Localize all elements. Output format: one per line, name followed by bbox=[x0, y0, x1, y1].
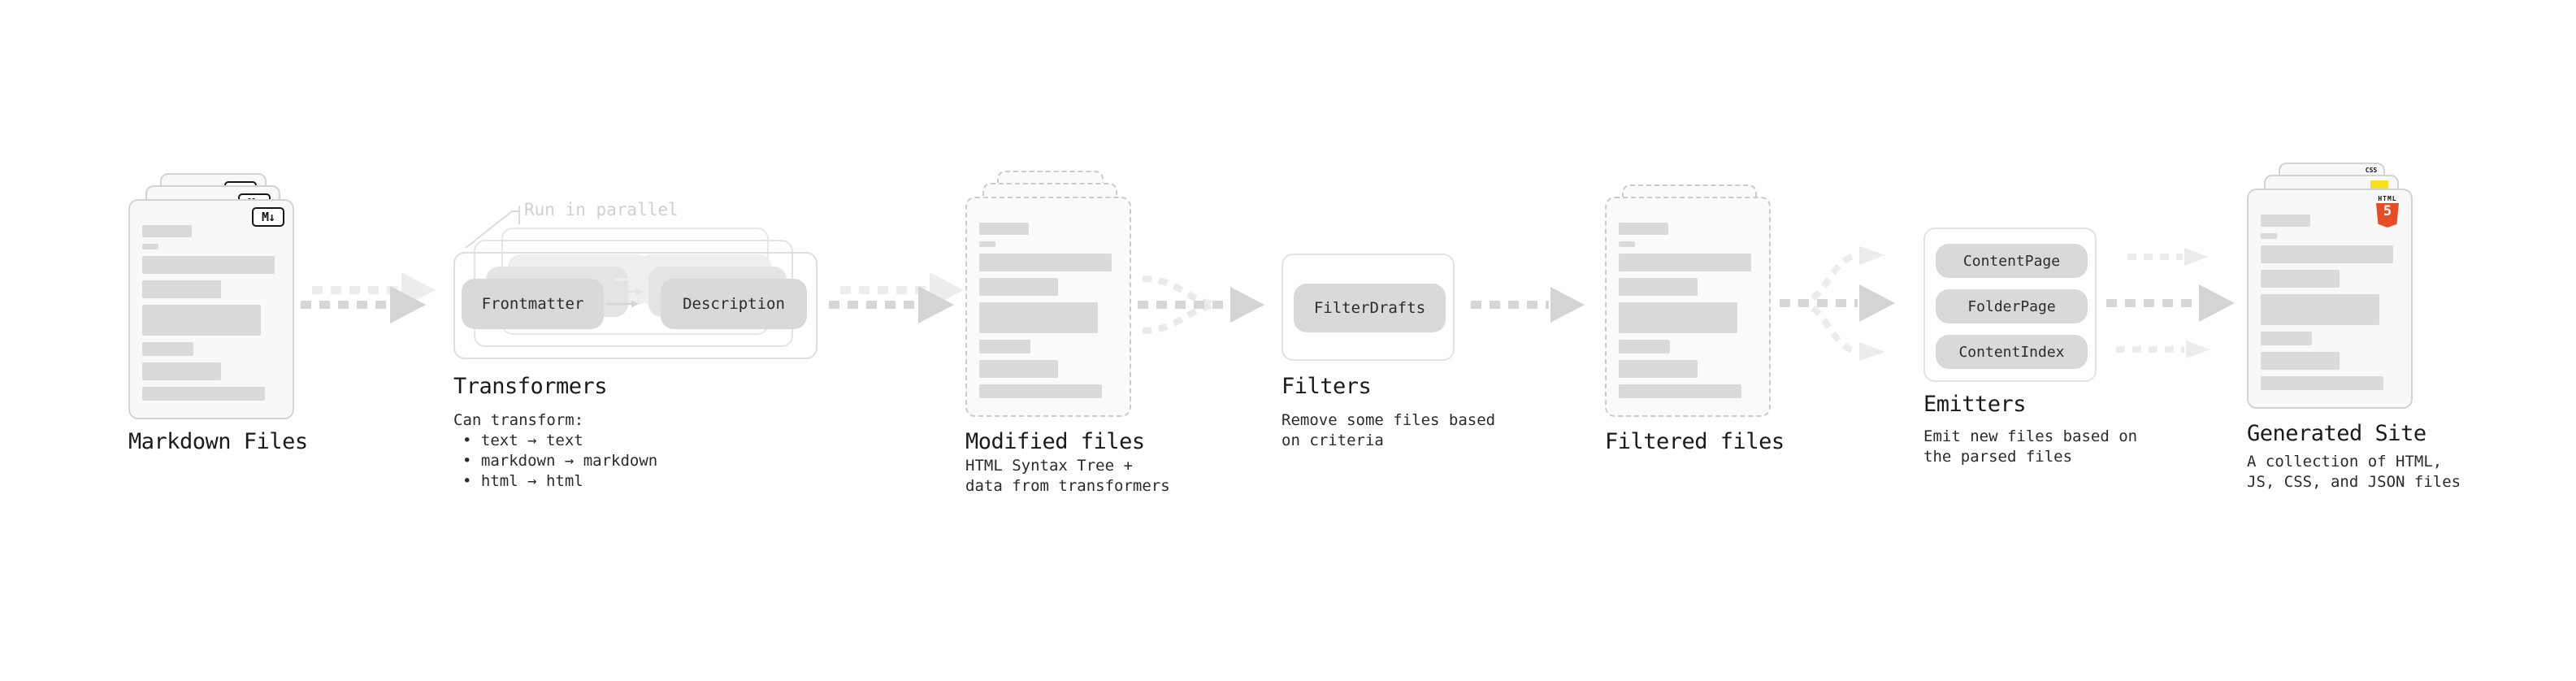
placeholder-bar bbox=[1619, 360, 1698, 378]
placeholder-bar bbox=[2261, 294, 2380, 325]
placeholder-bar bbox=[2261, 352, 2340, 370]
converge-arrow bbox=[1138, 275, 1264, 334]
html-file-card: HTML 5 bbox=[2247, 189, 2413, 409]
transformer-pill-description: Description bbox=[661, 279, 807, 329]
placeholder-bar bbox=[979, 241, 996, 247]
modified-files-description: HTML Syntax Tree + data from transformer… bbox=[965, 457, 1170, 495]
placeholder-bar bbox=[2261, 215, 2311, 227]
transformers-details-heading: Can transform: bbox=[453, 411, 584, 429]
transformer-capability: • html → html bbox=[462, 472, 583, 490]
transformer-capability: • text → text bbox=[462, 432, 583, 449]
generated-site-stack: CSS HTML 5 bbox=[2247, 163, 2413, 409]
diverge-arrow bbox=[1780, 246, 1895, 361]
filters-label: Filters bbox=[1281, 374, 1372, 399]
placeholder-bar bbox=[1619, 302, 1738, 333]
placeholder-bar bbox=[2261, 270, 2340, 288]
modified-file-card bbox=[965, 197, 1131, 417]
flow-arrow bbox=[829, 272, 964, 323]
transformers-label: Transformers bbox=[453, 374, 608, 399]
placeholder-bar bbox=[142, 362, 221, 380]
filtered-file-card bbox=[1605, 197, 1771, 417]
placeholder-bar bbox=[142, 387, 266, 401]
placeholder-bar bbox=[979, 302, 1099, 333]
placeholder-bar bbox=[979, 360, 1058, 378]
emitters-description: Emit new files based on the parsed files bbox=[1923, 427, 2138, 466]
placeholder-bar bbox=[2261, 376, 2384, 390]
placeholder-bar bbox=[1619, 278, 1698, 296]
placeholder-bar bbox=[1619, 384, 1742, 398]
placeholder-bar bbox=[142, 225, 193, 237]
placeholder-bar bbox=[1619, 223, 1669, 235]
placeholder-bar bbox=[979, 223, 1030, 235]
placeholder-bar bbox=[1619, 254, 1752, 271]
modified-files-label: Modified files bbox=[965, 429, 1145, 454]
placeholder-bar bbox=[979, 340, 1030, 354]
placeholder-bar bbox=[979, 254, 1112, 271]
transformer-capability: • markdown → markdown bbox=[462, 452, 658, 470]
placeholder-bar bbox=[2261, 332, 2312, 345]
emitter-pill-contentindex: ContentIndex bbox=[1936, 335, 2088, 369]
placeholder-bar bbox=[142, 244, 159, 249]
note-leader-line bbox=[465, 206, 520, 249]
transformer-pill-frontmatter: Frontmatter bbox=[462, 279, 604, 329]
filters-description: Remove some files based on criteria bbox=[1281, 411, 1496, 449]
emitter-pill-folderpage: FolderPage bbox=[1936, 289, 2088, 323]
transformers-details: Can transform: • text → text • markdown … bbox=[453, 410, 657, 492]
markdown-icon: M↓ bbox=[252, 207, 284, 227]
filtered-files-label: Filtered files bbox=[1605, 429, 1785, 454]
flow-arrows-triple bbox=[2106, 248, 2235, 358]
placeholder-bar bbox=[979, 278, 1058, 296]
placeholder-bar bbox=[1619, 241, 1636, 247]
transformer-box bbox=[453, 252, 817, 359]
js-icon bbox=[2370, 180, 2388, 190]
emitters-label: Emitters bbox=[1923, 392, 2027, 417]
markdown-file-stack: M↓ M↓ M↓ bbox=[128, 173, 294, 419]
markdown-file-card: M↓ bbox=[128, 199, 294, 419]
placeholder-bar bbox=[142, 256, 275, 274]
generated-site-description: A collection of HTML, JS, CSS, and JSON … bbox=[2247, 453, 2461, 491]
filtered-file-stack bbox=[1605, 184, 1771, 417]
flow-arrow bbox=[301, 272, 436, 323]
emitters-box: ContentPage FolderPage ContentIndex bbox=[1923, 228, 2097, 382]
markdown-files-label: Markdown Files bbox=[128, 429, 308, 454]
placeholder-bar bbox=[1619, 340, 1670, 354]
modified-file-stack bbox=[965, 171, 1131, 417]
filters-box: FilterDrafts bbox=[1281, 254, 1455, 361]
placeholder-bar bbox=[979, 384, 1103, 398]
placeholder-bar bbox=[142, 280, 221, 298]
run-in-parallel-note: Run in parallel bbox=[524, 200, 679, 219]
placeholder-bar bbox=[142, 342, 193, 356]
html5-icon: HTML 5 bbox=[2374, 195, 2401, 228]
parallel-arrows-icon bbox=[605, 275, 648, 308]
flow-arrow bbox=[1471, 287, 1585, 323]
placeholder-bar bbox=[142, 305, 262, 336]
emitter-pill-contentpage: ContentPage bbox=[1936, 244, 2088, 278]
generated-site-label: Generated Site bbox=[2247, 421, 2426, 446]
placeholder-bar bbox=[2261, 245, 2394, 263]
placeholder-bar bbox=[2261, 233, 2278, 239]
filter-pill: FilterDrafts bbox=[1294, 284, 1446, 332]
